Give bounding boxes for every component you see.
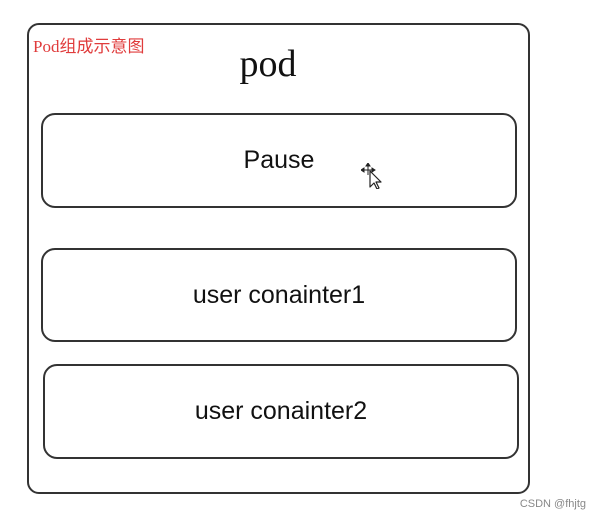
user-container-2-box: user conainter2 — [43, 364, 519, 459]
pod-container-frame — [27, 23, 530, 494]
pause-container-label: Pause — [243, 146, 315, 174]
pod-title: pod — [239, 43, 297, 85]
user-container-1-box: user conainter1 — [41, 248, 517, 342]
move-cursor-icon — [361, 163, 382, 189]
watermark: CSDN @fhjtg — [519, 498, 586, 510]
user-container-1-label: user conainter1 — [192, 280, 366, 309]
diagram-caption: Pod组成示意图 — [33, 37, 145, 56]
user-container-2-label: user conainter2 — [194, 397, 368, 425]
pause-container-box: Pause — [41, 113, 517, 208]
